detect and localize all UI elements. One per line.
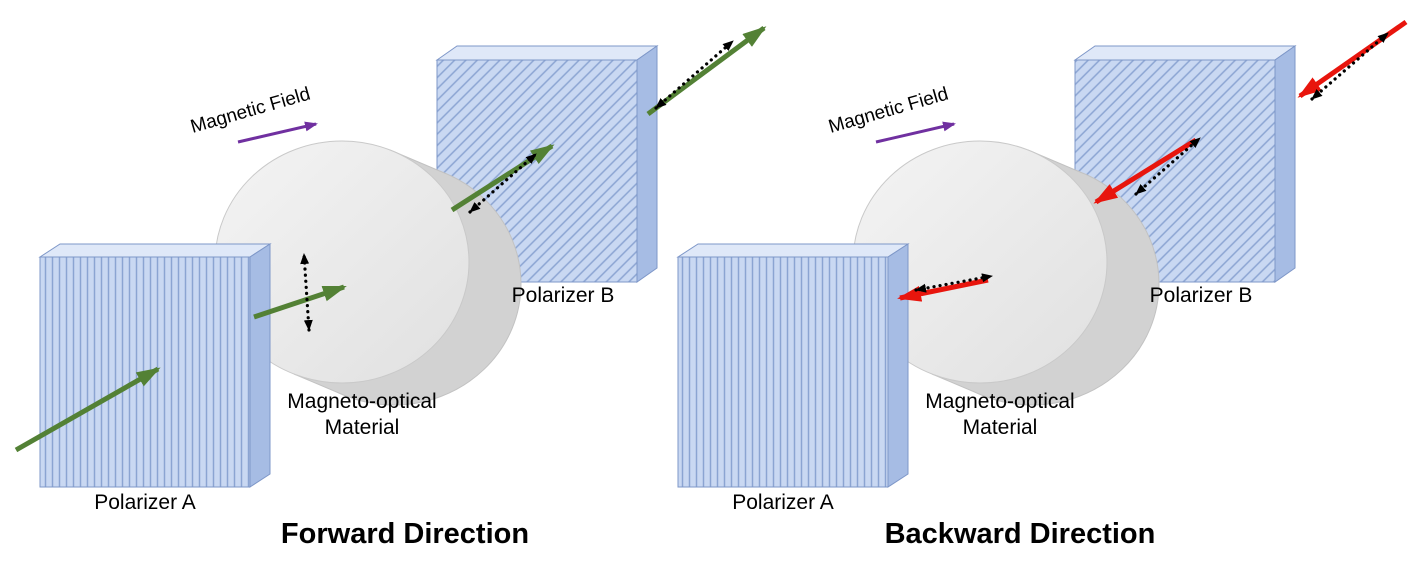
polarizer-a-label: Polarizer A	[94, 491, 196, 514]
magnetic-field-arrow	[875, 121, 956, 144]
vertical-polarization-arrow	[300, 252, 313, 332]
beam-after-polarizer-a-arrow	[253, 284, 347, 320]
material-label-line2: Material	[325, 416, 400, 439]
polarizer-b-label: Polarizer B	[512, 284, 615, 307]
disk-rim-edge-bottom	[293, 373, 347, 397]
polarizer-a-top-face	[676, 243, 910, 258]
polarizer-a	[38, 243, 272, 488]
polarizer-a-front-face	[39, 256, 251, 488]
polarizer-b-side-face	[1274, 45, 1296, 283]
polarizer-a-label: Polarizer A	[732, 491, 834, 514]
magneto-optical-disk	[214, 140, 522, 406]
backward-panel: Magnetic Field Polarizer A Magneto-optic…	[676, 19, 1408, 550]
polarizer-b-side-face	[636, 45, 658, 283]
material-label-line1: Magneto-optical	[925, 390, 1074, 413]
input-polarization-arrow	[1310, 31, 1390, 101]
polarizer-b-top-face	[1073, 45, 1297, 61]
disk-rim-edge-bottom	[931, 373, 985, 397]
polarizer-a-front-face	[677, 256, 889, 488]
material-label-line1: Magneto-optical	[287, 390, 436, 413]
polarizer-b-top-face	[435, 45, 659, 61]
polarizer-b-label: Polarizer B	[1150, 284, 1253, 307]
magnetic-field-arrow	[237, 121, 318, 144]
rotated-polarization-arrow	[468, 152, 538, 214]
panel-title: Backward Direction	[885, 518, 1156, 550]
polarizer-a-top-face	[38, 243, 272, 258]
panel-title: Forward Direction	[281, 518, 529, 550]
output-polarization-arrow	[654, 39, 735, 110]
horizontal-polarization-arrow	[914, 273, 994, 293]
magneto-optical-disk	[852, 140, 1160, 406]
diagonal-polarization-arrow	[1134, 136, 1202, 196]
material-label-line2: Material	[963, 416, 1038, 439]
polarizer-a-side-face	[887, 243, 909, 488]
forward-panel: Magnetic Field Polarizer A Magneto-optic…	[14, 25, 767, 550]
incident-beam-arrow	[14, 366, 161, 453]
polarizer-a-side-face	[249, 243, 271, 488]
polarizer-a	[676, 243, 910, 488]
